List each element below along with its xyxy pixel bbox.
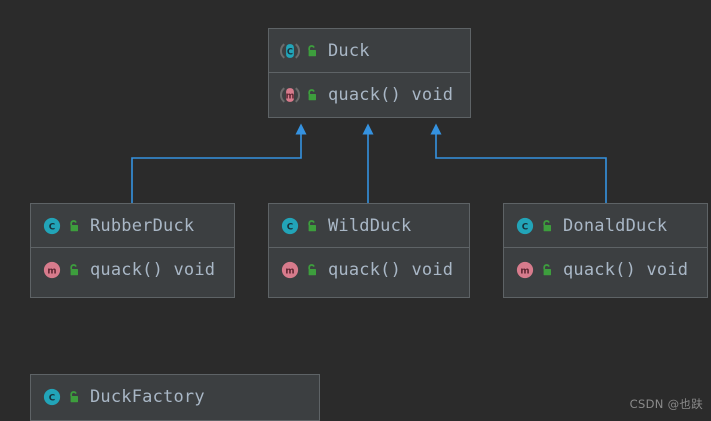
svg-text:m: m (520, 266, 529, 276)
class-abstract-icon: C (280, 41, 300, 61)
uml-class-name: Duck (328, 40, 370, 61)
method-icon: m (42, 260, 62, 280)
unlocked-icon (540, 219, 554, 233)
uml-node-duckfactory[interactable]: C DuckFactory (30, 374, 320, 421)
svg-text:C: C (287, 46, 293, 56)
watermark-text: CSDN @也趺 (629, 397, 703, 411)
uml-class-name: RubberDuck (90, 215, 195, 236)
unlocked-icon (67, 263, 81, 277)
class-icon: C (42, 216, 62, 236)
uml-method-signature: quack() void (328, 85, 454, 105)
edge-donaldduck-to-duck[interactable] (430, 123, 607, 203)
uml-class-name: DonaldDuck (563, 215, 668, 236)
uml-method-row-donaldduck-quack[interactable]: m quack() void (504, 248, 707, 292)
svg-text:C: C (49, 222, 55, 232)
svg-text:C: C (522, 222, 528, 232)
method-icon: m (515, 260, 535, 280)
edge-rubberduck-to-duck[interactable] (131, 123, 307, 203)
uml-node-wildduck[interactable]: C WildDuck m (268, 203, 470, 298)
unlocked-icon (305, 88, 319, 102)
uml-node-donaldduck[interactable]: C DonaldDuck m (503, 203, 708, 298)
svg-text:m: m (286, 90, 295, 100)
class-icon: C (515, 216, 535, 236)
uml-class-row-wildduck[interactable]: C WildDuck (269, 204, 469, 248)
svg-text:m: m (285, 266, 294, 276)
unlocked-icon (305, 263, 319, 277)
unlocked-icon (67, 219, 81, 233)
uml-method-row-rubberduck-quack[interactable]: m quack() void (31, 248, 234, 292)
uml-node-duck[interactable]: C Duck m (268, 28, 471, 118)
uml-class-row-duckfactory[interactable]: C DuckFactory (31, 375, 319, 419)
uml-method-signature: quack() void (563, 260, 689, 280)
svg-text:C: C (287, 222, 293, 232)
uml-method-signature: quack() void (328, 260, 454, 280)
method-abstract-icon: m (280, 85, 300, 105)
unlocked-icon (67, 390, 81, 404)
uml-class-row-donaldduck[interactable]: C DonaldDuck (504, 204, 707, 248)
method-icon: m (280, 260, 300, 280)
uml-method-signature: quack() void (90, 260, 216, 280)
svg-text:C: C (49, 393, 55, 403)
class-icon: C (280, 216, 300, 236)
unlocked-icon (305, 44, 319, 58)
uml-method-row-duck-quack[interactable]: m quack() void (269, 73, 470, 117)
class-icon: C (42, 387, 62, 407)
uml-class-name: WildDuck (328, 215, 412, 236)
uml-method-row-wildduck-quack[interactable]: m quack() void (269, 248, 469, 292)
uml-class-name: DuckFactory (90, 387, 205, 407)
unlocked-icon (305, 219, 319, 233)
unlocked-icon (540, 263, 554, 277)
uml-class-row-rubberduck[interactable]: C RubberDuck (31, 204, 234, 248)
uml-node-rubberduck[interactable]: C RubberDuck m (30, 203, 235, 298)
svg-text:m: m (47, 266, 56, 276)
uml-class-row-duck[interactable]: C Duck (269, 29, 470, 73)
